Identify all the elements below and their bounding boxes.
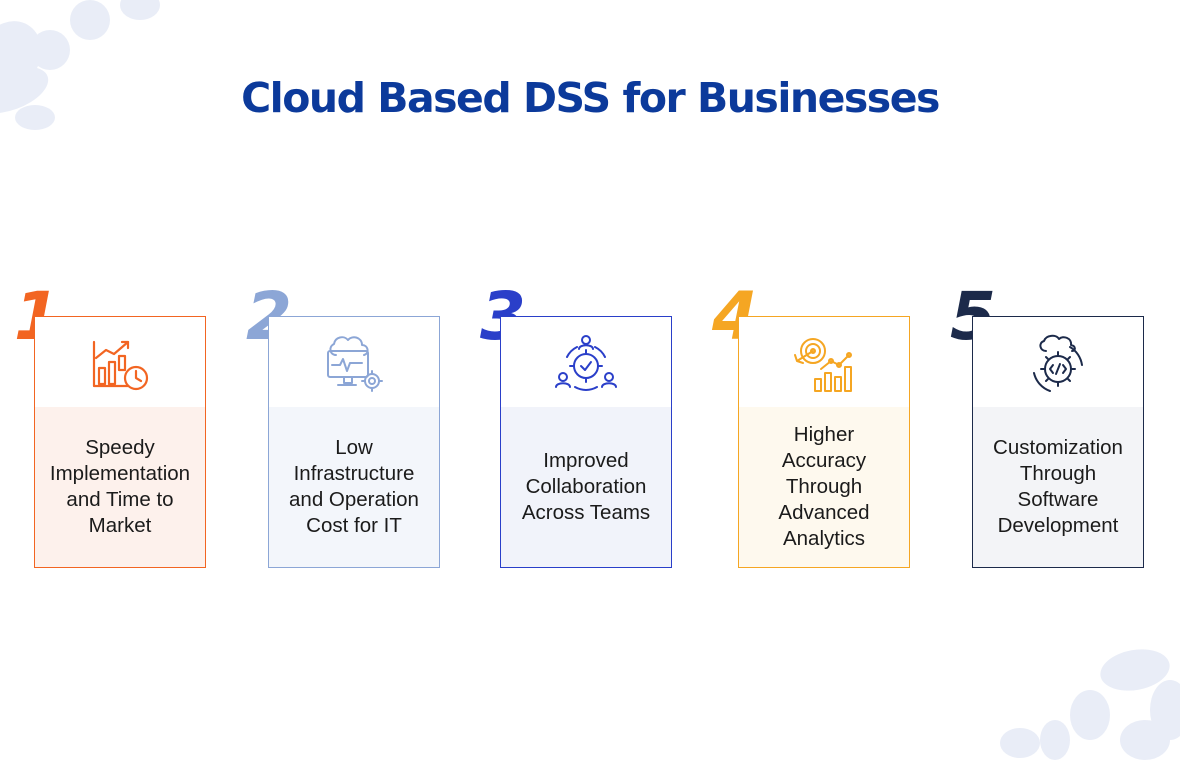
card-label: Low Infrastructure and Operation Cost fo…: [289, 436, 419, 537]
card-label: Higher Accuracy Through Advanced Analyti…: [778, 423, 870, 550]
growth-chart-clock-icon: [35, 331, 205, 397]
feature-card-4: Higher Accuracy Through Advanced Analyti…: [738, 316, 910, 568]
card-body: Customization Through Software Developme…: [973, 407, 1143, 567]
feature-card-1: Speedy Implementation and Time to Market: [34, 316, 206, 568]
card-body: Low Infrastructure and Operation Cost fo…: [269, 407, 439, 567]
card-body: Speedy Implementation and Time to Market: [35, 407, 205, 567]
page-title: Cloud Based DSS for Businesses: [241, 74, 940, 122]
card-body: Improved Collaboration Across Teams: [501, 407, 671, 567]
team-collaboration-gear-icon: [501, 331, 671, 397]
card-body: Higher Accuracy Through Advanced Analyti…: [739, 407, 909, 567]
feature-card-3: Improved Collaboration Across Teams: [500, 316, 672, 568]
cloud-monitor-gear-icon: [269, 331, 439, 397]
cloud-code-gear-icon: [973, 331, 1143, 397]
feature-card-2: Low Infrastructure and Operation Cost fo…: [268, 316, 440, 568]
feature-card-5: Customization Through Software Developme…: [972, 316, 1144, 568]
target-analytics-icon: [739, 331, 909, 397]
card-label: Speedy Implementation and Time to Market: [49, 436, 191, 537]
card-label: Improved Collaboration Across Teams: [521, 449, 651, 524]
card-label: Customization Through Software Developme…: [993, 436, 1123, 537]
